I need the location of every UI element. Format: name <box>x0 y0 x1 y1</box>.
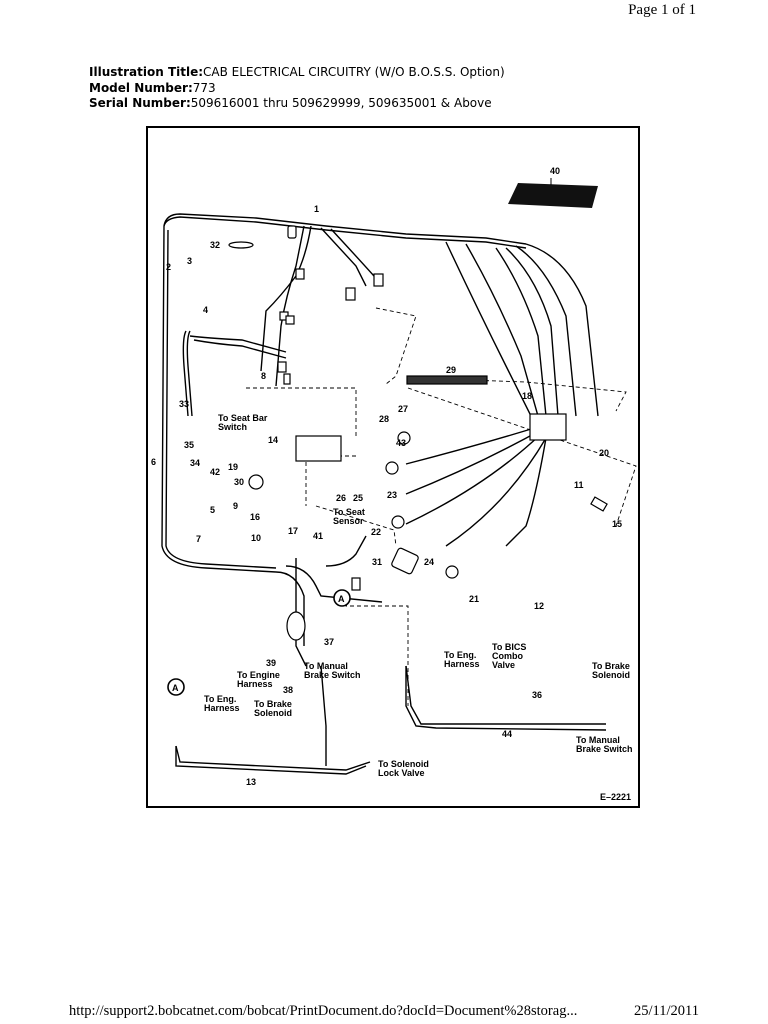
callout-18: 18 <box>522 391 532 401</box>
harness-wires <box>161 213 607 775</box>
callout-38: 38 <box>283 685 293 695</box>
title-key: Illustration Title: <box>89 65 204 79</box>
model-row: Model Number:773 <box>89 81 505 97</box>
note-solenoid-lock-1: To Solenoid <box>378 759 429 769</box>
callout-12: 12 <box>534 601 544 611</box>
callout-19: 19 <box>228 462 238 472</box>
serial-value: 509616001 thru 509629999, 509635001 & Ab… <box>190 96 492 110</box>
callout-25: 25 <box>353 493 363 503</box>
note-seat-bar-2: Switch <box>218 422 247 432</box>
callout-11: 11 <box>574 480 584 490</box>
note-brake-solenoid-right-2: Solenoid <box>592 670 630 680</box>
callout-39: 39 <box>266 658 276 668</box>
note-engine-harness-1: To Engine <box>237 670 280 680</box>
callout-43: 43 <box>396 438 406 448</box>
note-seat-bar-1: To Seat Bar <box>218 413 268 423</box>
callout-30: 30 <box>234 477 244 487</box>
callout-7: 7 <box>196 534 201 544</box>
connector-a-markers: A A <box>167 589 351 696</box>
callout-35: 35 <box>184 440 194 450</box>
note-eng-harness-left-2: Harness <box>204 703 240 713</box>
callout-numbers: 1 2 3 4 5 6 7 8 9 10 11 12 13 14 15 16 1… <box>151 166 622 787</box>
callout-15: 15 <box>612 519 622 529</box>
note-manual-brake-1: To Manual <box>304 661 348 671</box>
note-manual-brake-right-2: Brake Switch <box>576 744 633 754</box>
callout-36: 36 <box>532 690 542 700</box>
note-solenoid-lock-2: Lock Valve <box>378 768 425 778</box>
note-eng-harness-right-2: Harness <box>444 659 480 669</box>
callout-34: 34 <box>190 458 200 468</box>
note-bics-1: To BICS <box>492 642 526 652</box>
page-number: Page 1 of 1 <box>628 2 696 18</box>
callout-14: 14 <box>268 435 278 445</box>
callout-16: 16 <box>250 512 260 522</box>
connectors <box>228 225 608 641</box>
callout-40: 40 <box>550 166 560 176</box>
note-brake-solenoid-left-2: Solenoid <box>254 708 292 718</box>
callout-13: 13 <box>246 777 256 787</box>
title-value: CAB ELECTRICAL CIRCUITRY (W/O B.O.S.S. O… <box>203 65 505 79</box>
serial-row: Serial Number:509616001 thru 509629999, … <box>89 96 505 112</box>
callout-20: 20 <box>599 448 609 458</box>
callout-44: 44 <box>502 729 512 739</box>
callout-17: 17 <box>288 526 298 536</box>
callout-8: 8 <box>261 371 266 381</box>
connector-a-right: A <box>338 594 345 604</box>
print-date: 25/11/2011 <box>634 1003 699 1019</box>
serial-key: Serial Number: <box>89 96 191 110</box>
callout-27: 27 <box>398 404 408 414</box>
source-url: http://support2.bobcatnet.com/bobcat/Pri… <box>69 1003 578 1019</box>
illustration-meta: Illustration Title:CAB ELECTRICAL CIRCUI… <box>89 65 505 112</box>
callout-23: 23 <box>387 490 397 500</box>
note-bics-3: Valve <box>492 660 515 670</box>
note-manual-brake-2: Brake Switch <box>304 670 361 680</box>
callout-6: 6 <box>151 457 156 467</box>
callout-21: 21 <box>469 594 479 604</box>
callout-31: 31 <box>372 557 382 567</box>
note-brake-solenoid-right-1: To Brake <box>592 661 630 671</box>
note-bics-2: Combo <box>492 651 523 661</box>
note-eng-harness-left-1: To Eng. <box>204 694 236 704</box>
note-seat-sensor-1: To Seat <box>333 507 365 517</box>
callout-28: 28 <box>379 414 389 424</box>
callout-3: 3 <box>187 256 192 266</box>
note-manual-brake-right-1: To Manual <box>576 735 620 745</box>
callout-32: 32 <box>210 240 220 250</box>
callout-10: 10 <box>251 533 261 543</box>
callout-5: 5 <box>210 505 215 515</box>
callout-42: 42 <box>210 467 220 477</box>
callout-2: 2 <box>166 262 171 272</box>
connector-a-left: A <box>172 683 179 693</box>
title-row: Illustration Title:CAB ELECTRICAL CIRCUI… <box>89 65 505 81</box>
note-engine-harness-2: Harness <box>237 679 273 689</box>
callout-1: 1 <box>314 204 319 214</box>
part-pad-40 <box>508 178 598 208</box>
callout-29: 29 <box>446 365 456 375</box>
note-brake-solenoid-left-1: To Brake <box>254 699 292 709</box>
callout-37: 37 <box>324 637 334 647</box>
figure-id: E–2221 <box>600 792 631 802</box>
callout-41: 41 <box>313 531 323 541</box>
callout-33: 33 <box>179 399 189 409</box>
callout-26: 26 <box>336 493 346 503</box>
model-key: Model Number: <box>89 80 193 95</box>
callout-22: 22 <box>371 527 381 537</box>
note-eng-harness-right-1: To Eng. <box>444 650 476 660</box>
note-seat-sensor-2: Sensor <box>333 516 364 526</box>
callout-9: 9 <box>233 501 238 511</box>
callout-24: 24 <box>424 557 434 567</box>
routing-notes: To Seat Bar Switch To Seat Sensor To Eng… <box>204 413 633 778</box>
model-value: 773 <box>192 80 216 95</box>
wiring-diagram: 1 2 3 4 5 6 7 8 9 10 11 12 13 14 15 16 1… <box>146 126 640 808</box>
callout-4: 4 <box>203 305 208 315</box>
